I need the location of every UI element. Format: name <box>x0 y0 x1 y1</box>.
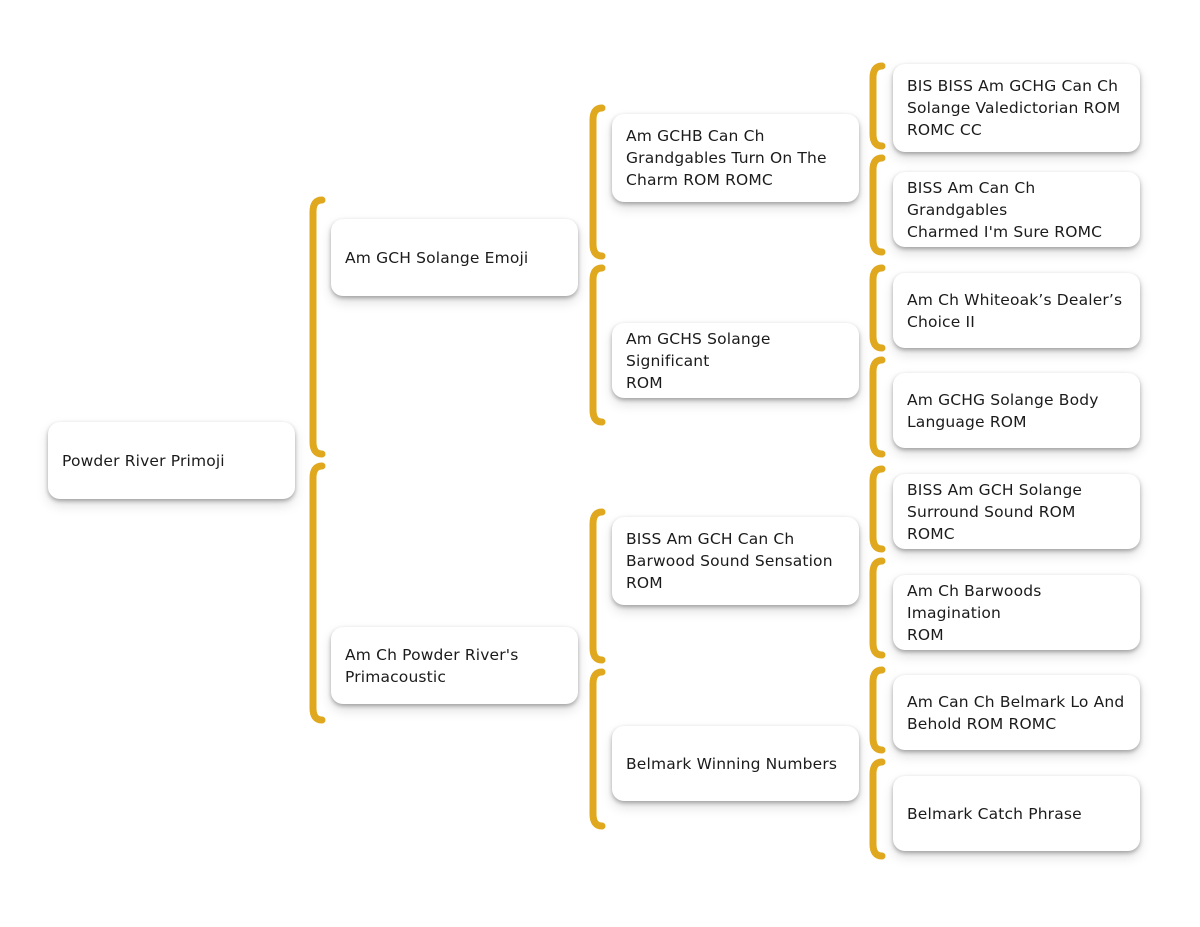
node-label: BISS Am Can Ch Grandgables Charmed I'm S… <box>907 178 1103 241</box>
node-gen2-am-gch-solange-emoji[interactable]: Am GCH Solange Emoji <box>331 219 578 296</box>
node-gen4-biss-am-can-ch-grandgables-charmed-im-sure[interactable]: BISS Am Can Ch Grandgables Charmed I'm S… <box>893 172 1140 247</box>
node-gen3-am-gchs-solange-significant-rom[interactable]: Am GCHS Solange Significant ROM <box>612 323 859 398</box>
node-root-powder-river-primoji[interactable]: Powder River Primoji <box>48 422 295 499</box>
node-gen4-am-ch-whiteoaks-dealers-choice-ii[interactable]: Am Ch Whiteoak’s Dealer’s Choice II <box>893 273 1140 348</box>
node-gen4-am-gchg-solange-body-language-rom[interactable]: Am GCHG Solange Body Language ROM <box>893 373 1140 448</box>
node-label: Am GCH Solange Emoji <box>345 248 529 267</box>
connector-emoji-to-gen3 <box>586 104 608 426</box>
node-gen3-belmark-winning-numbers[interactable]: Belmark Winning Numbers <box>612 726 859 801</box>
connector-root-to-gen2 <box>306 196 328 724</box>
node-label: BISS Am GCH Can Ch Barwood Sound Sensati… <box>626 530 833 592</box>
node-label: Powder River Primoji <box>62 451 225 470</box>
connector-charm-to-gen4 <box>866 62 888 256</box>
node-label: BISS Am GCH Solange Surround Sound ROM R… <box>907 480 1083 543</box>
node-label: Am GCHG Solange Body Language ROM <box>907 390 1099 431</box>
node-label: Am Ch Powder River's Primacoustic <box>345 645 519 686</box>
node-label: Belmark Catch Phrase <box>907 804 1082 823</box>
connector-significant-to-gen4 <box>866 264 888 458</box>
connector-belmark-to-gen4 <box>866 666 888 860</box>
node-gen4-belmark-catch-phrase[interactable]: Belmark Catch Phrase <box>893 776 1140 851</box>
node-gen4-am-can-ch-belmark-lo-and-behold[interactable]: Am Can Ch Belmark Lo And Behold ROM ROMC <box>893 675 1140 750</box>
node-gen4-am-ch-barwoods-imagination-rom[interactable]: Am Ch Barwoods Imagination ROM <box>893 575 1140 650</box>
node-label: Am GCHS Solange Significant ROM <box>626 329 771 392</box>
node-gen3-biss-am-gch-can-ch-barwood-sound-sensation[interactable]: BISS Am GCH Can Ch Barwood Sound Sensati… <box>612 517 859 605</box>
node-gen4-biss-am-gch-solange-surround-sound[interactable]: BISS Am GCH Solange Surround Sound ROM R… <box>893 474 1140 549</box>
node-gen4-bis-biss-am-gchg-can-ch-solange-valedictorian[interactable]: BIS BISS Am GCHG Can Ch Solange Valedict… <box>893 64 1140 152</box>
node-label: BIS BISS Am GCHG Can Ch Solange Valedict… <box>907 77 1121 139</box>
node-label: Am Ch Barwoods Imagination ROM <box>907 581 1042 644</box>
node-label: Am Ch Whiteoak’s Dealer’s Choice II <box>907 290 1123 331</box>
node-label: Belmark Winning Numbers <box>626 754 838 773</box>
node-gen2-am-ch-powder-rivers-primacoustic[interactable]: Am Ch Powder River's Primacoustic <box>331 627 578 704</box>
node-label: Am Can Ch Belmark Lo And Behold ROM ROMC <box>907 692 1125 733</box>
node-gen3-am-gchb-can-ch-grandgables-turn-on-the-charm[interactable]: Am GCHB Can Ch Grandgables Turn On The C… <box>612 114 859 202</box>
connector-primacoustic-to-gen3 <box>586 508 608 830</box>
connector-barwood-to-gen4 <box>866 465 888 659</box>
node-label: Am GCHB Can Ch Grandgables Turn On The C… <box>626 127 827 189</box>
